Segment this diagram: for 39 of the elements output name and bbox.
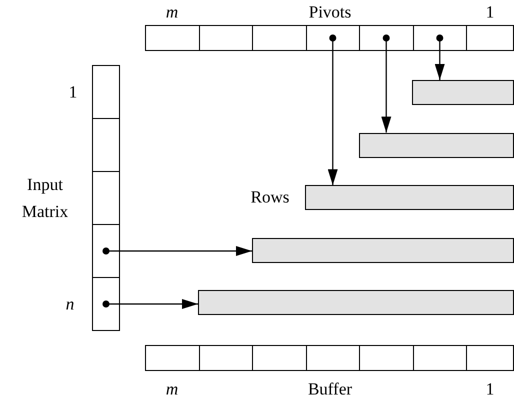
label-text: Pivots (308, 1, 352, 24)
label-text: 1 (486, 378, 494, 400)
row-bar (252, 238, 514, 263)
label-text: n (66, 293, 74, 316)
array-cell (466, 25, 514, 51)
array-cell (466, 345, 514, 371)
label-text: Input Matrix (20, 174, 70, 223)
array-cell (412, 345, 467, 371)
array-cell (306, 25, 360, 51)
arrow (328, 34, 338, 186)
label-text: m (166, 1, 178, 24)
label-text: 1 (68, 81, 78, 104)
arrow (102, 299, 198, 309)
label-text: m (166, 378, 178, 400)
row-bar (305, 185, 514, 210)
array-cell (306, 345, 360, 371)
array-cell (412, 25, 467, 51)
arrow (434, 34, 445, 80)
array-cell (92, 277, 120, 331)
array-cell (92, 224, 120, 278)
array-cell (198, 345, 253, 371)
array-cell (145, 25, 200, 51)
arrow (381, 34, 392, 133)
array-cell (92, 118, 120, 172)
array-cell (359, 345, 414, 371)
label-text: 1 (486, 1, 494, 24)
array-cell (198, 25, 253, 51)
label-text: Rows (250, 186, 290, 208)
array-cell (359, 25, 414, 51)
array-cell (145, 345, 200, 371)
array-cell (252, 25, 306, 51)
array-cell (92, 65, 120, 119)
array-cell (92, 171, 120, 225)
row-bar (198, 290, 514, 316)
array-cell (252, 345, 306, 371)
label-text: Buffer (308, 378, 352, 400)
arrow (102, 246, 252, 256)
row-bar (359, 132, 514, 158)
row-bar (412, 80, 514, 105)
